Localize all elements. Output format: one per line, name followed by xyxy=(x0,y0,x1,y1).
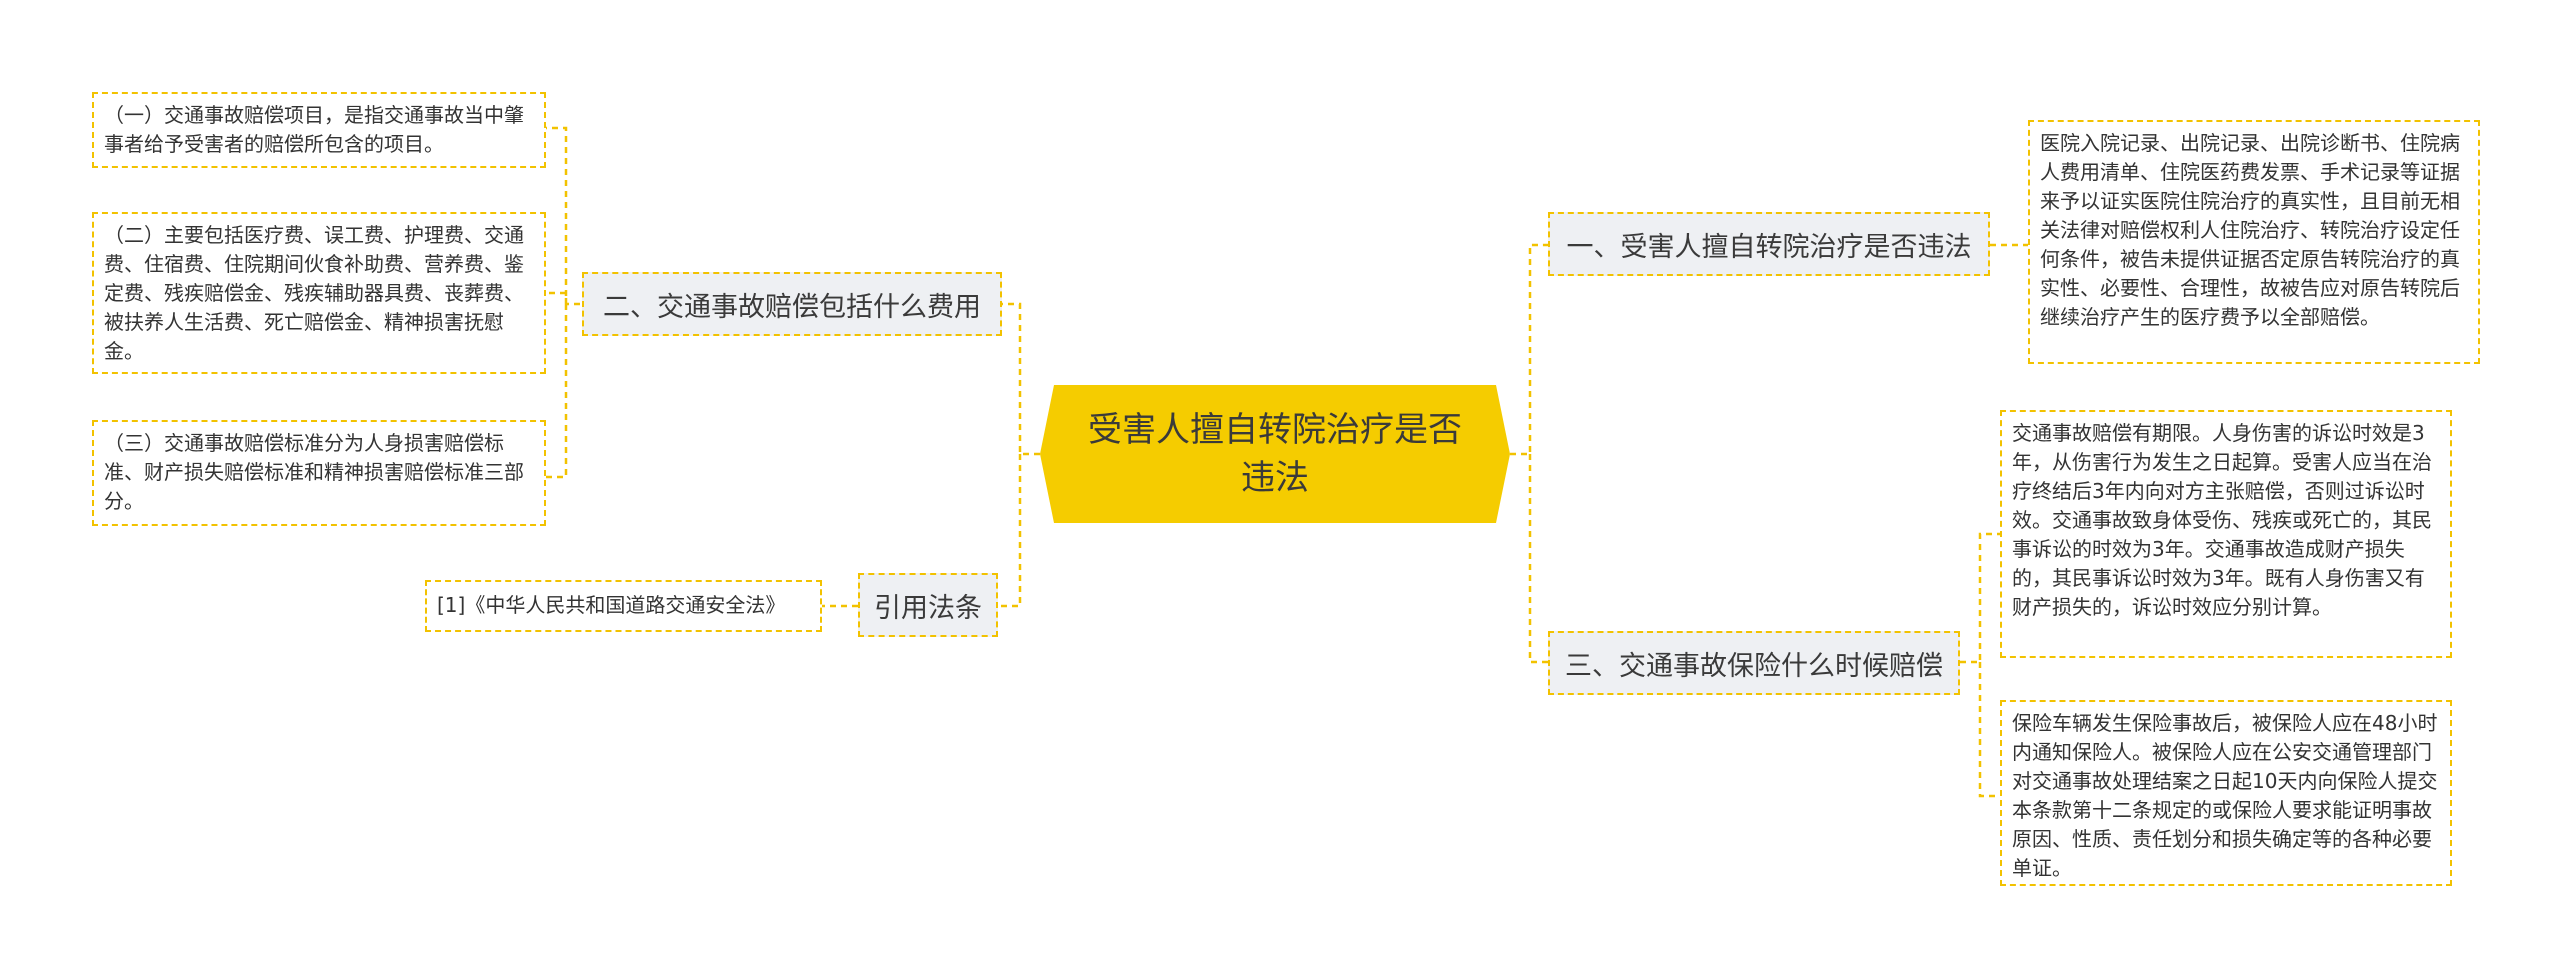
leaf-b2-item-1-text: （一）交通事故赔偿项目，是指交通事故当中肇事者给予受害者的赔偿所包含的项目。 xyxy=(104,103,524,156)
branch-topic-1[interactable]: 一、受害人擅自转院治疗是否违法 xyxy=(1548,212,1990,276)
leaf-b1-detail[interactable]: 医院入院记录、出院记录、出院诊断书、住院病人费用清单、住院医药费发票、手术记录等… xyxy=(2028,120,2480,364)
branch-topic-2-label: 二、交通事故赔偿包括什么费用 xyxy=(603,291,981,323)
leaf-law-citation[interactable]: [1]《中华人民共和国道路交通安全法》 xyxy=(425,580,822,632)
connector-b3-leaves xyxy=(1960,532,2000,798)
branch-topic-4-label: 引用法条 xyxy=(874,592,982,624)
leaf-b3-detail-1[interactable]: 交通事故赔偿有期限。人身伤害的诉讼时效是3年，从伤害行为发生之日起算。受害人应当… xyxy=(2000,410,2452,658)
leaf-b2-item-1[interactable]: （一）交通事故赔偿项目，是指交通事故当中肇事者给予受害者的赔偿所包含的项目。 xyxy=(92,92,546,168)
branch-topic-1-label: 一、受害人擅自转院治疗是否违法 xyxy=(1566,231,1972,263)
branch-topic-4[interactable]: 引用法条 xyxy=(858,573,998,637)
leaf-b3-detail-2[interactable]: 保险车辆发生保险事故后，被保险人应在48小时内通知保险人。被保险人应在公安交通管… xyxy=(2000,700,2452,886)
leaf-b2-item-2-text: （二）主要包括医疗费、误工费、护理费、交通费、住宿费、住院期间伙食补助费、营养费… xyxy=(104,223,524,363)
leaf-b2-item-3-text: （三）交通事故赔偿标准分为人身损害赔偿标准、财产损失赔偿标准和精神损害赔偿标准三… xyxy=(104,431,524,513)
leaf-law-citation-text: [1]《中华人民共和国道路交通安全法》 xyxy=(437,593,786,617)
leaf-b3-detail-2-text: 保险车辆发生保险事故后，被保险人应在48小时内通知保险人。被保险人应在公安交通管… xyxy=(2012,711,2438,880)
branch-topic-2[interactable]: 二、交通事故赔偿包括什么费用 xyxy=(582,272,1002,336)
connector-root-b4 xyxy=(998,454,1022,608)
root-topic-label: 受害人擅自转院治疗是否违法 xyxy=(1088,410,1462,498)
connector-root-b1 xyxy=(1510,243,1568,456)
connector-b2-leaves xyxy=(546,126,580,479)
leaf-b2-item-3[interactable]: （三）交通事故赔偿标准分为人身损害赔偿标准、财产损失赔偿标准和精神损害赔偿标准三… xyxy=(92,420,546,526)
leaf-b2-item-2[interactable]: （二）主要包括医疗费、误工费、护理费、交通费、住宿费、住院期间伙食补助费、营养费… xyxy=(92,212,546,374)
branch-topic-3-label: 三、交通事故保险什么时候赔偿 xyxy=(1565,650,1943,682)
root-topic[interactable]: 受害人擅自转院治疗是否违法 xyxy=(1040,385,1510,523)
connector-root-b2 xyxy=(1002,302,1040,456)
branch-topic-3[interactable]: 三、交通事故保险什么时候赔偿 xyxy=(1548,631,1960,695)
leaf-b1-detail-text: 医院入院记录、出院记录、出院诊断书、住院病人费用清单、住院医药费发票、手术记录等… xyxy=(2040,131,2460,329)
leaf-b3-detail-1-text: 交通事故赔偿有期限。人身伤害的诉讼时效是3年，从伤害行为发生之日起算。受害人应当… xyxy=(2012,421,2432,619)
